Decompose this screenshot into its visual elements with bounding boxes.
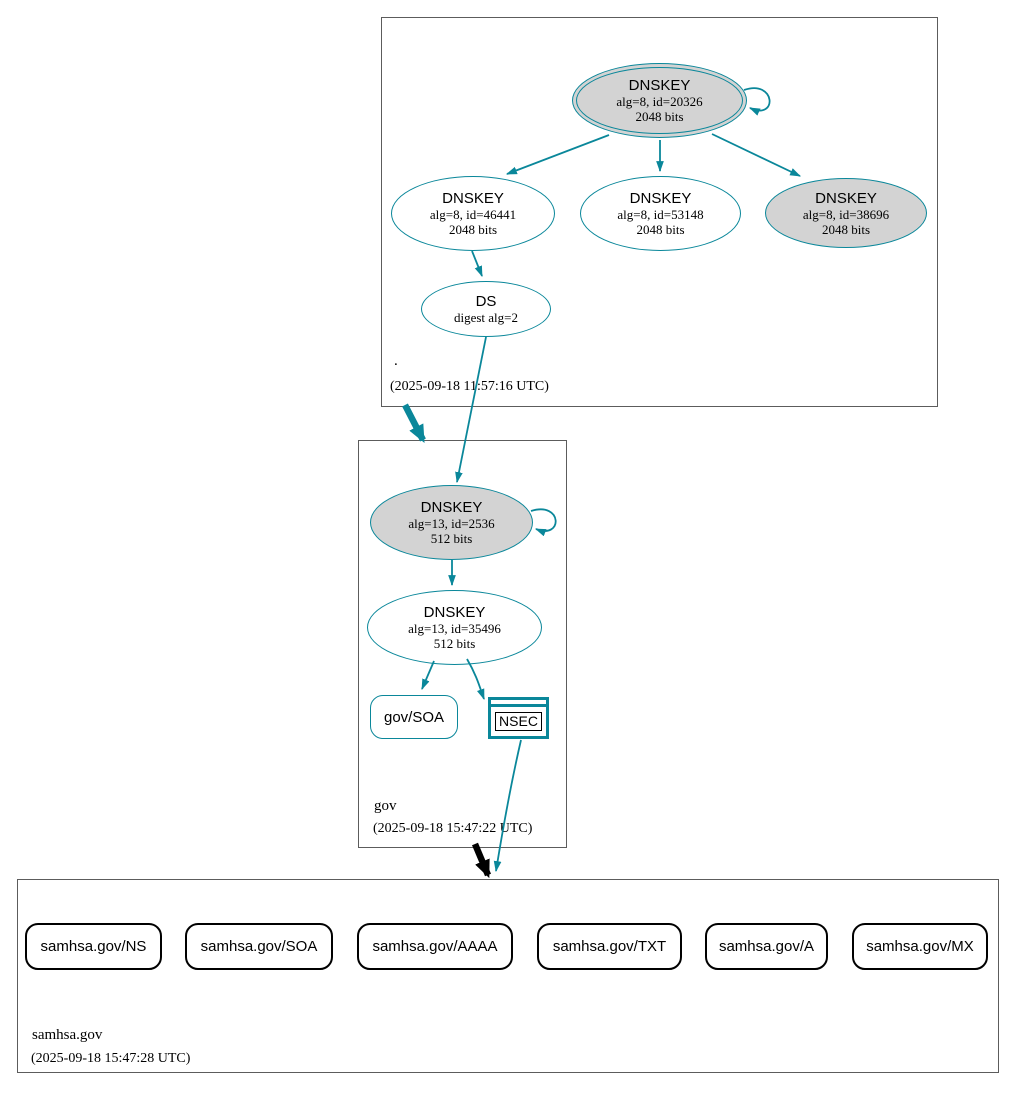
rrset-label: samhsa.gov/A [718, 938, 815, 955]
node-samhsa-mx-rrset: samhsa.gov/MX [852, 923, 988, 970]
node-detail: 2048 bits [448, 222, 498, 237]
node-gov-nsec: NSEC [488, 697, 549, 739]
node-gov-soa-rrset: gov/SOA [370, 695, 458, 739]
rrset-label: samhsa.gov/AAAA [372, 938, 498, 955]
node-root-ksk-inner-ring: DNSKEY alg=8, id=20326 2048 bits [576, 67, 743, 134]
node-title: DNSKEY [420, 499, 483, 516]
node-samhsa-aaaa-rrset: samhsa.gov/AAAA [357, 923, 513, 970]
zone-timestamp-gov: (2025-09-18 15:47:22 UTC) [373, 821, 533, 836]
zone-timestamp-samhsa: (2025-09-18 15:47:28 UTC) [31, 1051, 191, 1066]
edge-delegation-gov-to-samhsa [472, 842, 491, 879]
rrset-label: gov/SOA [383, 708, 445, 726]
node-samhsa-ns-rrset: samhsa.gov/NS [25, 923, 162, 970]
nsec-top-strip [491, 700, 546, 707]
node-gov-ksk-dnskey: DNSKEY alg=13, id=2536 512 bits [370, 485, 533, 560]
zone-box-samhsa [17, 879, 999, 1073]
node-detail: alg=13, id=2536 [408, 516, 495, 531]
node-title: DNSKEY [442, 190, 504, 207]
node-detail: alg=8, id=38696 [802, 206, 890, 222]
zone-timestamp-root: (2025-09-18 11:57:16 UTC) [390, 379, 549, 394]
node-title: DNSKEY [629, 190, 692, 207]
node-root-zsk-dnskey-46441: DNSKEY alg=8, id=46441 2048 bits [391, 176, 555, 251]
zone-label-samhsa: samhsa.gov [32, 1027, 103, 1043]
node-detail: alg=8, id=46441 [429, 207, 517, 222]
node-title: DS [475, 293, 497, 310]
node-detail: 512 bits [430, 531, 473, 546]
node-root-zsk-dnskey-53148: DNSKEY alg=8, id=53148 2048 bits [580, 176, 741, 251]
zone-box-root [381, 17, 938, 407]
node-detail: 2048 bits [821, 221, 871, 237]
rrset-label: samhsa.gov/SOA [200, 938, 318, 955]
node-gov-zsk-dnskey: DNSKEY alg=13, id=35496 512 bits [367, 590, 542, 665]
node-root-ds: DS digest alg=2 [421, 281, 551, 337]
node-detail: alg=8, id=53148 [617, 207, 704, 222]
node-detail: 2048 bits [635, 109, 684, 124]
node-samhsa-txt-rrset: samhsa.gov/TXT [537, 923, 682, 970]
nsec-body: NSEC [491, 707, 546, 736]
node-title: DNSKEY [815, 189, 877, 207]
node-samhsa-a-rrset: samhsa.gov/A [705, 923, 828, 970]
rrset-label: samhsa.gov/NS [40, 938, 147, 955]
node-detail: digest alg=2 [453, 310, 519, 325]
node-title: DNSKEY [628, 77, 691, 94]
node-title: DNSKEY [423, 604, 486, 621]
rrset-label: samhsa.gov/MX [866, 938, 974, 955]
node-detail: 512 bits [433, 636, 476, 651]
nsec-label: NSEC [495, 712, 542, 731]
zone-label-gov: gov [374, 798, 397, 814]
node-samhsa-soa-rrset: samhsa.gov/SOA [185, 923, 333, 970]
node-detail: 2048 bits [636, 222, 685, 237]
zone-label-root: . [394, 353, 398, 369]
edge-delegation-root-to-gov [402, 403, 426, 444]
node-detail: alg=8, id=20326 [616, 94, 703, 109]
node-root-ksk-dnskey-38696: DNSKEY alg=8, id=38696 2048 bits [765, 178, 927, 248]
rrset-label: samhsa.gov/TXT [552, 938, 667, 955]
node-root-ksk-dnskey: DNSKEY alg=8, id=20326 2048 bits [572, 63, 747, 138]
node-detail: alg=13, id=35496 [408, 621, 501, 636]
